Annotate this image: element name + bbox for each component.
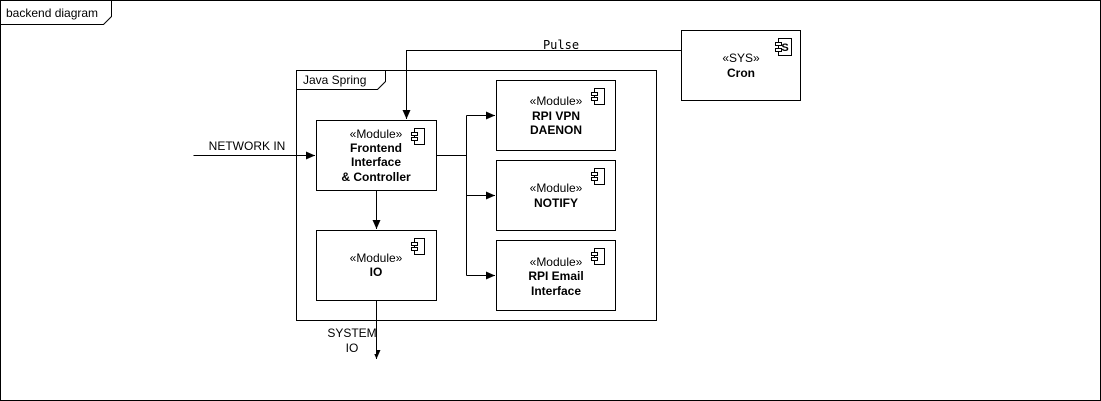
frontend-interface-module[interactable]: «Module» Frontend Interface & Controller bbox=[316, 120, 437, 191]
frontend-stereotype: «Module» bbox=[350, 127, 403, 141]
container-title: Java Spring bbox=[303, 73, 366, 87]
frontend-label-line-2: Interface bbox=[351, 155, 401, 169]
frontend-label-line-3: & Controller bbox=[341, 170, 411, 184]
network-in-edge[interactable]: NETWORK IN bbox=[193, 139, 316, 160]
frame-title: backend diagram bbox=[6, 6, 98, 20]
component-icon bbox=[591, 248, 605, 265]
rpi-email-label-line-1: RPI Email bbox=[528, 269, 583, 283]
pulse-label: Pulse bbox=[543, 38, 579, 52]
component-icon bbox=[411, 238, 425, 255]
service-icon-letter: S bbox=[781, 42, 788, 54]
cron-label: Cron bbox=[727, 66, 755, 80]
rpi-vpn-stereotype: «Module» bbox=[530, 94, 583, 108]
rpi-email-stereotype: «Module» bbox=[530, 255, 583, 269]
notify-module[interactable]: «Module» NOTIFY bbox=[496, 160, 616, 231]
frontend-to-modules-edges[interactable] bbox=[436, 111, 496, 280]
notify-stereotype: «Module» bbox=[530, 181, 583, 195]
component-icon bbox=[591, 88, 605, 105]
system-io-label-line-2: IO bbox=[346, 341, 359, 355]
system-io-label-line-1: SYSTEM bbox=[327, 326, 376, 340]
rpi-vpn-label-line-2: DAENON bbox=[530, 123, 582, 137]
cron-stereotype: «SYS» bbox=[722, 51, 760, 65]
rpi-email-module[interactable]: «Module» RPI Email Interface bbox=[496, 240, 616, 311]
rpi-vpn-module[interactable]: «Module» RPI VPN DAENON bbox=[496, 80, 616, 151]
io-module[interactable]: «Module» IO bbox=[316, 230, 437, 301]
component-icon bbox=[411, 128, 425, 145]
rpi-vpn-label-line-1: RPI VPN bbox=[532, 109, 580, 123]
pulse-edge[interactable]: Pulse bbox=[402, 38, 682, 119]
cron-component[interactable]: S «SYS» Cron bbox=[681, 30, 801, 101]
network-in-label: NETWORK IN bbox=[209, 139, 286, 153]
notify-label: NOTIFY bbox=[534, 196, 578, 210]
rpi-email-label-line-2: Interface bbox=[531, 284, 581, 298]
service-icon: S bbox=[775, 38, 792, 56]
io-stereotype: «Module» bbox=[350, 251, 403, 265]
io-label: IO bbox=[370, 265, 383, 279]
system-io-edge[interactable]: SYSTEM IO bbox=[326, 300, 381, 360]
component-icon bbox=[591, 168, 605, 185]
frontend-label-line-1: Frontend bbox=[350, 141, 402, 155]
